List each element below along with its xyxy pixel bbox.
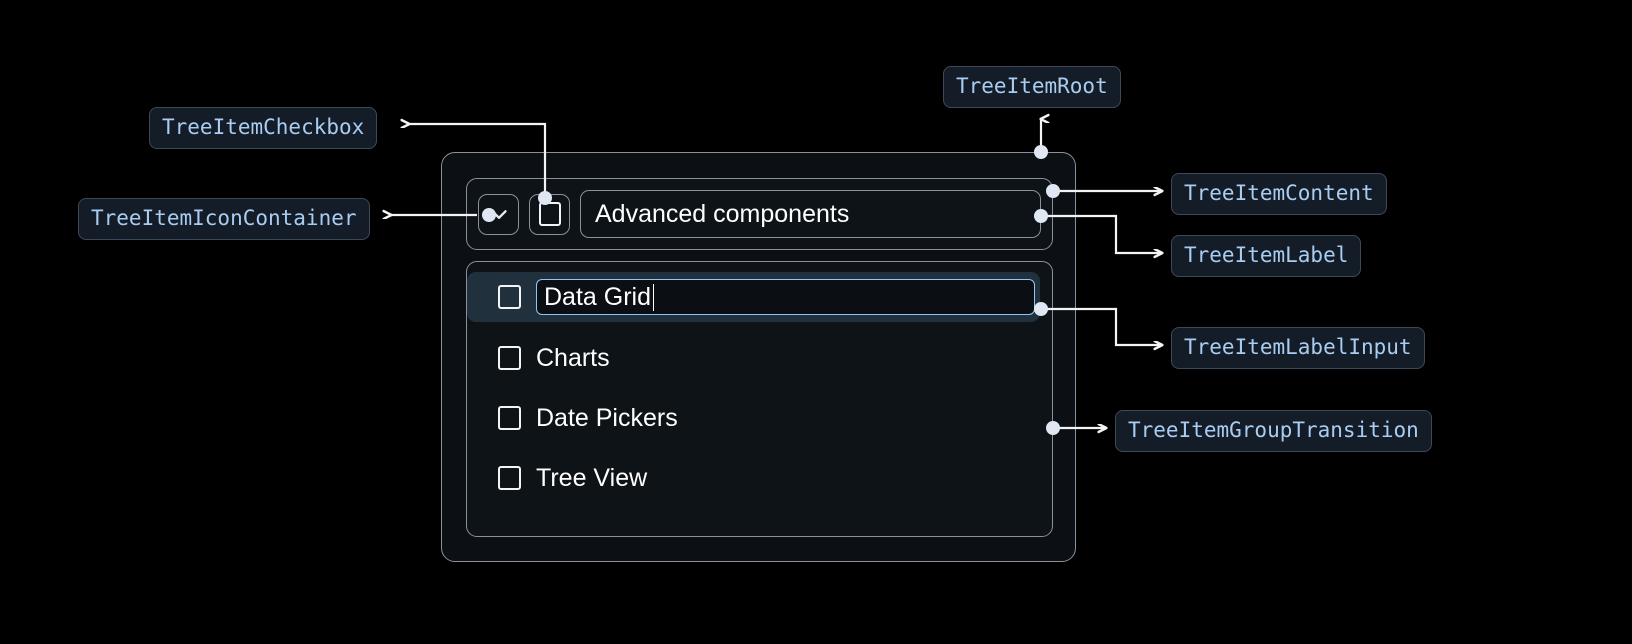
checkbox-square-icon: [538, 202, 561, 226]
tree-item-row-charts[interactable]: Charts: [467, 334, 1052, 382]
annotation-label: TreeItemContent: [1184, 181, 1374, 205]
annotation-tree-item-checkbox: TreeItemCheckbox: [149, 107, 378, 149]
annotation-label: TreeItemRoot: [956, 74, 1108, 98]
tree-item-label-text: Date Pickers: [536, 403, 678, 432]
tree-item-label-text: Charts: [536, 343, 610, 372]
tree-item-label[interactable]: Advanced components: [580, 190, 1041, 238]
annotation-tree-item-content: TreeItemContent: [1171, 173, 1387, 215]
annotation-label: TreeItemLabel: [1184, 243, 1349, 267]
tree-item-label-text: Advanced components: [595, 199, 850, 228]
annotation-tree-item-root: TreeItemRoot: [943, 66, 1121, 108]
tree-item-content[interactable]: Advanced components: [466, 178, 1053, 250]
tree-item-group-transition: Data Grid Charts Date Pickers Tree View: [466, 261, 1053, 537]
tree-item-checkbox[interactable]: [529, 193, 570, 235]
annotation-label: TreeItemIconContainer: [91, 206, 357, 230]
tree-item-label-text: Tree View: [536, 463, 648, 492]
annotation-label: TreeItemCheckbox: [162, 115, 365, 139]
annotation-label: TreeItemLabelInput: [1184, 335, 1412, 359]
chevron-down-icon: [486, 201, 512, 227]
checkbox-square-icon[interactable]: [498, 346, 521, 370]
checkbox-square-icon[interactable]: [498, 285, 521, 309]
annotation-tree-item-label-input: TreeItemLabelInput: [1171, 327, 1425, 369]
tree-item-row-data-grid[interactable]: Data Grid: [467, 272, 1040, 322]
checkbox-square-icon[interactable]: [498, 406, 521, 430]
annotation-tree-item-icon-container: TreeItemIconContainer: [78, 198, 370, 240]
label-input-value: Data Grid: [544, 282, 651, 311]
annotation-tree-item-label: TreeItemLabel: [1171, 235, 1362, 277]
text-caret: [652, 283, 655, 311]
annotation-tree-item-group-transition: TreeItemGroupTransition: [1115, 410, 1432, 452]
annotation-label: TreeItemGroupTransition: [1128, 418, 1419, 442]
tree-item-row-tree-view[interactable]: Tree View: [467, 454, 1052, 502]
tree-item-row-date-pickers[interactable]: Date Pickers: [467, 394, 1052, 442]
checkbox-square-icon[interactable]: [498, 466, 521, 490]
tree-item-label-input[interactable]: Data Grid: [536, 279, 1035, 315]
tree-item-root[interactable]: Advanced components Data Grid Charts Dat…: [441, 152, 1076, 562]
tree-item-icon-container[interactable]: [478, 193, 519, 235]
